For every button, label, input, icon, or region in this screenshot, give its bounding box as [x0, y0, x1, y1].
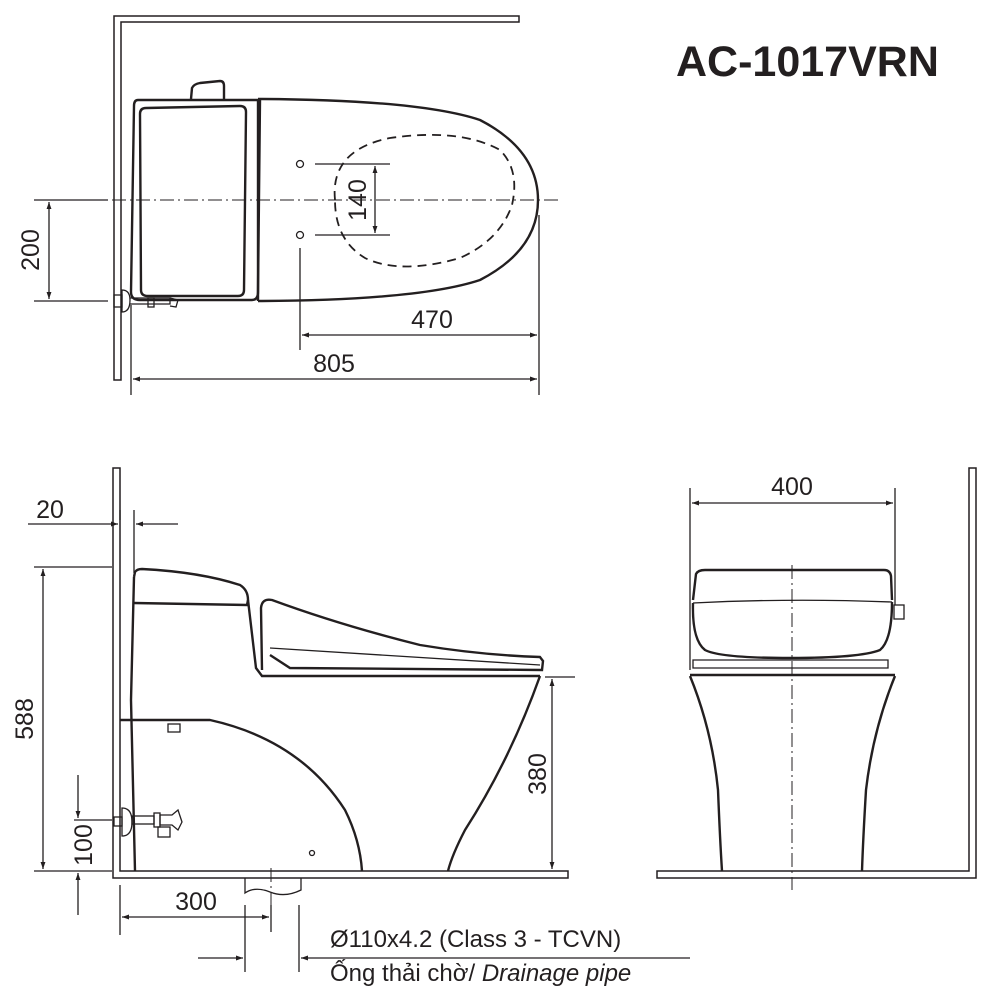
seat-hole-bottom	[295, 230, 305, 240]
drain-spec: Ø110x4.2 (Class 3 - TCVN)	[330, 926, 622, 953]
dim-wall-gap: 20	[36, 496, 64, 524]
dim-supply-height: 100	[70, 824, 98, 866]
seat-hole-top	[295, 159, 305, 169]
front-view: 400	[656, 467, 977, 890]
drain-label: Ống thải chờ/ Drainage pipe	[330, 960, 631, 988]
dim-seat-hole-spacing: 140	[344, 179, 372, 221]
side-view-seat	[259, 598, 545, 672]
dim-rough-in: 300	[175, 888, 217, 916]
dim-hole-to-front: 470	[411, 306, 453, 334]
dim-overall-length: 805	[313, 350, 355, 378]
side-view-wall-floor	[112, 467, 569, 879]
front-view-body	[688, 675, 724, 872]
drain-label-vi: Ống thải chờ/	[330, 960, 482, 987]
drain-pipe	[244, 878, 302, 896]
dim-overall-width: 400	[771, 473, 813, 501]
model-title: AC-1017VRN	[676, 38, 939, 86]
dim-overall-height: 588	[11, 698, 39, 740]
dim-seat-height: 380	[524, 753, 552, 795]
dim-supply-offset: 200	[17, 229, 45, 271]
side-view: 20 588 100 380 300	[11, 467, 690, 972]
side-view-bowl	[446, 675, 542, 872]
front-view-tank-lid	[691, 568, 894, 601]
side-view-tank-lid	[132, 567, 250, 607]
front-view-wall-floor	[656, 467, 977, 879]
bowl-opening-outline	[333, 134, 516, 268]
top-view-wall	[113, 15, 520, 381]
drain-label-en: Drainage pipe	[481, 960, 632, 987]
top-view: 140 200 470 805	[17, 15, 560, 395]
flush-button	[189, 79, 226, 100]
